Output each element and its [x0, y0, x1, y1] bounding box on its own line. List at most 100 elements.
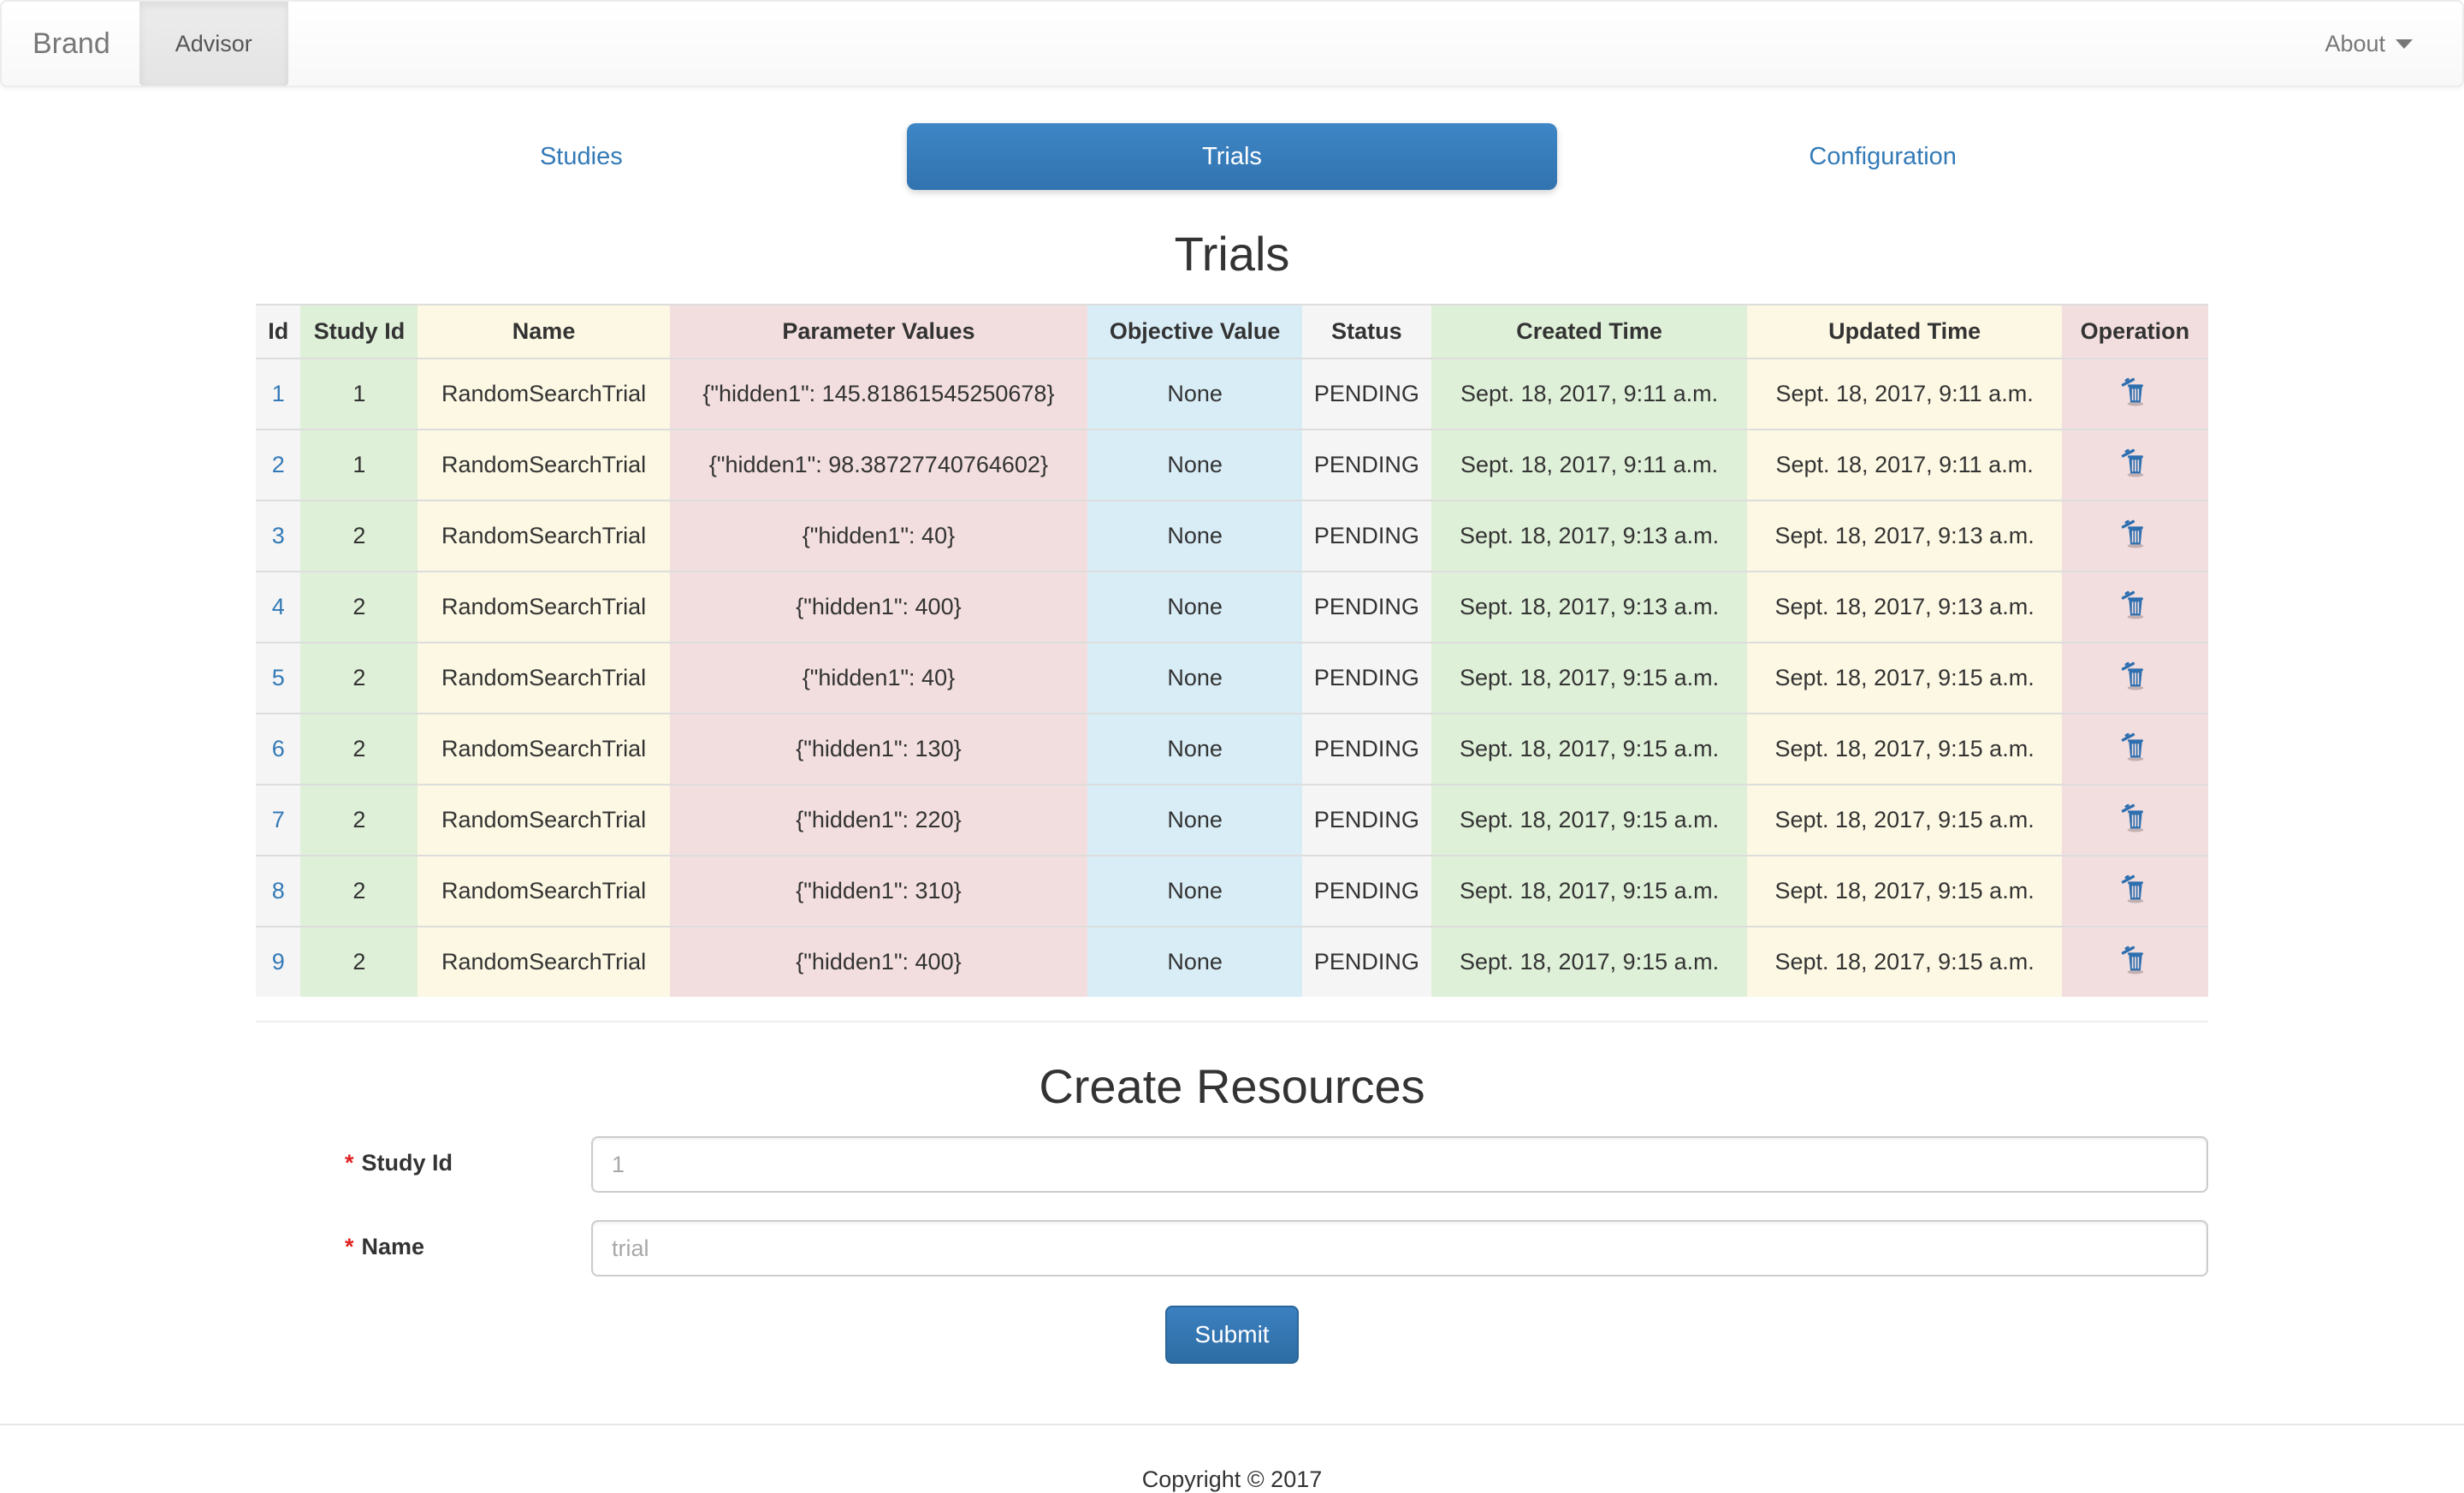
cell-name: RandomSearchTrial	[418, 358, 670, 430]
tab-configuration[interactable]: Configuration	[1809, 143, 1957, 170]
trial-id-link[interactable]: 3	[271, 523, 285, 548]
cell-updated-time: Sept. 18, 2017, 9:15 a.m.	[1747, 642, 2062, 714]
tab-trials[interactable]: Trials	[906, 123, 1558, 190]
cell-parameter-values: {"hidden1": 145.81861545250678}	[669, 358, 1088, 430]
cell-created-time: Sept. 18, 2017, 9:15 a.m.	[1430, 713, 1748, 785]
cell-id: 6	[256, 713, 301, 785]
trial-id-link[interactable]: 9	[271, 949, 285, 975]
cell-operation	[2061, 926, 2208, 997]
cell-name: RandomSearchTrial	[418, 784, 670, 856]
trial-id-link[interactable]: 4	[271, 594, 285, 619]
trial-id-link[interactable]: 5	[271, 665, 285, 690]
cell-created-time: Sept. 18, 2017, 9:11 a.m.	[1430, 358, 1748, 430]
cell-name: RandomSearchTrial	[418, 571, 670, 643]
trial-id-link[interactable]: 7	[271, 807, 285, 832]
delete-trial-button[interactable]	[2118, 445, 2152, 479]
cell-updated-time: Sept. 18, 2017, 9:13 a.m.	[1747, 500, 2062, 572]
delete-trial-button[interactable]	[2118, 800, 2152, 834]
page-title: Trials	[1174, 227, 1290, 281]
cell-objective-value: None	[1087, 429, 1303, 501]
column-header-status: Status	[1302, 304, 1431, 358]
delete-trial-button[interactable]	[2118, 658, 2152, 692]
cell-study-id: 2	[300, 713, 418, 785]
trial-id-link[interactable]: 1	[271, 381, 285, 406]
cell-status: PENDING	[1302, 571, 1431, 643]
nav-item-about[interactable]: About	[2325, 2, 2462, 86]
cell-created-time: Sept. 18, 2017, 9:15 a.m.	[1430, 855, 1748, 927]
tab-studies[interactable]: Studies	[539, 143, 623, 170]
cell-study-id: 2	[300, 855, 418, 927]
cell-created-time: Sept. 18, 2017, 9:15 a.m.	[1430, 784, 1748, 856]
cell-objective-value: None	[1087, 784, 1303, 856]
cell-name: RandomSearchTrial	[418, 500, 670, 572]
cell-id: 7	[256, 784, 301, 856]
cell-status: PENDING	[1302, 642, 1431, 714]
cell-name: RandomSearchTrial	[418, 642, 670, 714]
name-input[interactable]	[591, 1220, 2208, 1277]
study-id-label: *Study Id	[345, 1150, 453, 1176]
cell-study-id: 2	[300, 571, 418, 643]
trash-icon	[2122, 661, 2144, 690]
trash-icon	[2122, 377, 2144, 406]
trial-id-link[interactable]: 2	[271, 452, 285, 477]
section-divider	[256, 1021, 2208, 1022]
delete-trial-button[interactable]	[2118, 729, 2152, 763]
column-header-objective-value: Objective Value	[1087, 304, 1303, 358]
cell-name: RandomSearchTrial	[418, 855, 670, 927]
delete-trial-button[interactable]	[2118, 516, 2152, 550]
trial-id-link[interactable]: 8	[271, 878, 285, 904]
cell-operation	[2061, 784, 2208, 856]
cell-id: 8	[256, 855, 301, 927]
trash-icon	[2122, 874, 2144, 904]
column-header-id: Id	[256, 304, 301, 358]
cell-parameter-values: {"hidden1": 130}	[669, 713, 1088, 785]
cell-objective-value: None	[1087, 358, 1303, 430]
cell-objective-value: None	[1087, 571, 1303, 643]
column-header-operation: Operation	[2061, 304, 2208, 358]
column-header-name: Name	[418, 304, 670, 358]
create-resources-title: Create Resources	[1039, 1059, 1425, 1113]
delete-trial-button[interactable]	[2118, 942, 2152, 976]
footer: Copyright © 2017	[0, 1424, 2464, 1493]
brand-link[interactable]: Brand	[33, 27, 110, 60]
cell-updated-time: Sept. 18, 2017, 9:13 a.m.	[1747, 571, 2062, 643]
cell-parameter-values: {"hidden1": 220}	[669, 784, 1088, 856]
trial-id-link[interactable]: 6	[271, 736, 285, 761]
delete-trial-button[interactable]	[2118, 871, 2152, 905]
nav-item-advisor[interactable]: Advisor	[139, 2, 288, 86]
submit-button[interactable]: Submit	[1165, 1306, 1299, 1364]
trash-icon	[2122, 519, 2144, 548]
cell-updated-time: Sept. 18, 2017, 9:15 a.m.	[1747, 926, 2062, 997]
cell-operation	[2061, 358, 2208, 430]
cell-status: PENDING	[1302, 358, 1431, 430]
cell-parameter-values: {"hidden1": 40}	[669, 500, 1088, 572]
cell-parameter-values: {"hidden1": 310}	[669, 855, 1088, 927]
create-resources-form: *Study Id*Name	[256, 1136, 2208, 1277]
delete-trial-button[interactable]	[2118, 374, 2152, 408]
cell-id: 2	[256, 429, 301, 501]
study-id-input[interactable]	[591, 1136, 2208, 1193]
delete-trial-button[interactable]	[2118, 587, 2152, 621]
cell-study-id: 2	[300, 642, 418, 714]
cell-study-id: 2	[300, 500, 418, 572]
cell-updated-time: Sept. 18, 2017, 9:15 a.m.	[1747, 713, 2062, 785]
cell-parameter-values: {"hidden1": 400}	[669, 571, 1088, 643]
cell-id: 1	[256, 358, 301, 430]
cell-status: PENDING	[1302, 713, 1431, 785]
cell-objective-value: None	[1087, 713, 1303, 785]
tabs: Studies Trials Configuration	[256, 123, 2208, 190]
cell-name: RandomSearchTrial	[418, 429, 670, 501]
cell-operation	[2061, 642, 2208, 714]
cell-status: PENDING	[1302, 855, 1431, 927]
column-header-created-time: Created Time	[1430, 304, 1748, 358]
trash-icon	[2122, 448, 2144, 477]
chevron-down-icon	[2396, 39, 2413, 49]
